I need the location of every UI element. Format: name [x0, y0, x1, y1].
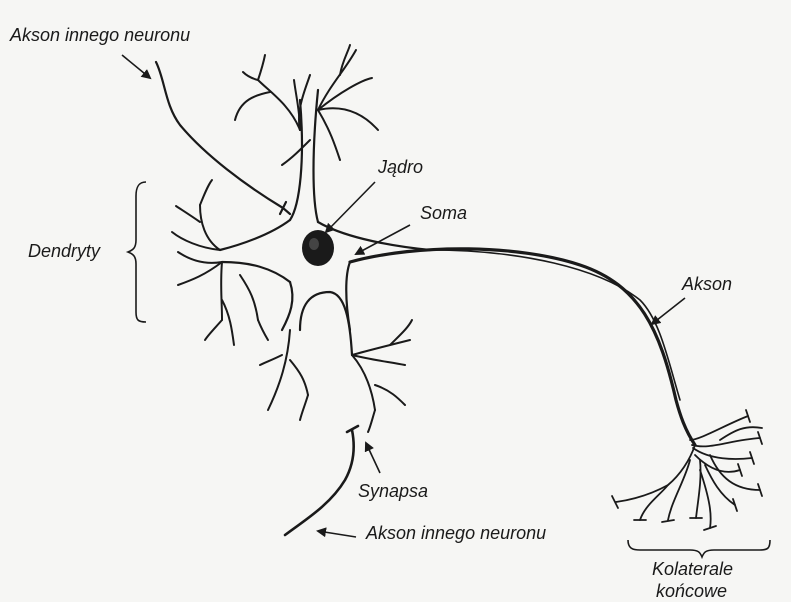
dendrites-left — [172, 180, 268, 345]
label-soma: Soma — [420, 204, 467, 222]
axon-line — [350, 249, 695, 445]
nucleus-shape — [302, 230, 334, 266]
label-collaterals-line2: końcowe — [656, 580, 727, 602]
label-axon: Akson — [682, 275, 732, 293]
label-collaterals-line1: Kolaterale — [652, 558, 733, 580]
dendrites-bottom — [260, 320, 412, 432]
soma-outline — [220, 90, 430, 355]
arrow-axon-top — [122, 55, 150, 78]
incoming-axon-bottom — [285, 426, 358, 535]
dendrites-top — [235, 45, 378, 165]
arrow-axon-bottom — [318, 531, 356, 537]
collaterals-bracket — [628, 540, 770, 557]
arrow-synapse — [366, 443, 380, 473]
label-arrows — [122, 55, 685, 537]
label-synapse: Synapsa — [358, 482, 428, 500]
label-axon-other-neuron-top: Akson innego neuronu — [10, 26, 190, 44]
label-dendrites: Dendryty — [28, 242, 100, 260]
incoming-axon-top — [156, 62, 290, 214]
dendrites-bracket — [128, 182, 146, 322]
axon-edge-line — [430, 250, 680, 400]
arrow-nucleus — [326, 182, 375, 232]
label-axon-other-neuron-bottom: Akson innego neuronu — [366, 524, 546, 542]
label-nucleus: Jądro — [378, 158, 423, 176]
arrow-axon — [652, 298, 685, 324]
